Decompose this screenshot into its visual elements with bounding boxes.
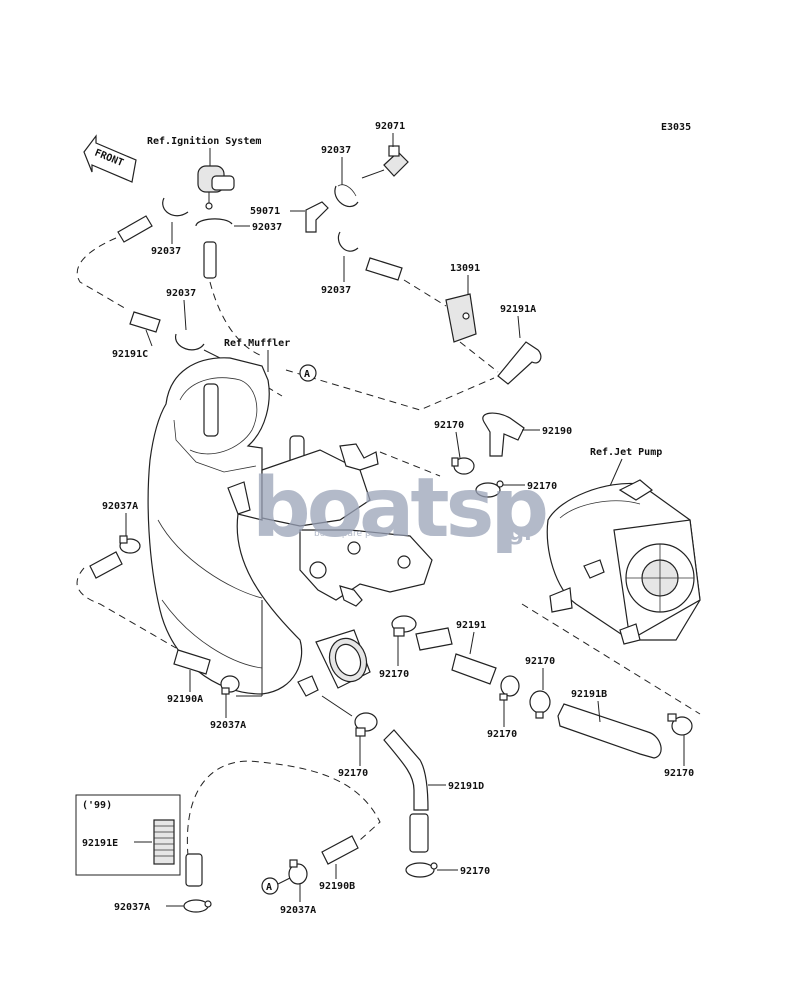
clip-92170-a [451,457,475,475]
callout-a-bottom-letter: A [266,882,272,893]
diagram-code: E3035 [661,122,691,133]
label-92037A-c: 92037A [114,902,150,913]
hose-92191-b [451,653,497,685]
part-92071-valve [361,145,409,179]
label-92170-h: 92170 [460,866,490,877]
hose-vertical-ignition [203,241,217,279]
label-92170-g: 92170 [338,768,368,779]
label-92170-b: 92170 [527,481,557,492]
part-59071-connector [305,201,329,233]
hose-92191C [129,311,161,333]
hose-short-top-left [117,215,153,243]
label-92037A-d: 92037A [280,905,316,916]
watermark-logo: boatsp .gr boat spare parts [252,461,550,556]
label-92170-f: 92170 [664,768,694,779]
label-92170-d: 92170 [487,729,517,740]
front-arrow-icon: FRONT [83,134,137,183]
label-92170-e: 92170 [525,656,555,667]
watermark-brand: boatsp [252,461,546,556]
label-92037-top: 92037 [321,145,351,156]
clip-92170-b [475,480,504,498]
clip-92170-e [529,690,551,719]
hose-92191-a [415,627,453,651]
label-92170-c: 92170 [379,669,409,680]
label-92191C: 92191C [112,349,148,360]
label-92190B: 92190B [319,881,355,892]
clip-92170-h [405,862,438,878]
watermark-suffix: .gr [500,521,535,546]
muffler-manifold [227,443,433,607]
ref-muffler: Ref.Muffler [224,338,290,349]
muffler-body [147,357,305,695]
clip-92170-g [354,712,378,737]
clip-92037-top [334,184,359,208]
label-92191A: 92191A [500,304,536,315]
clip-92037A-d [288,859,308,885]
inset-year-note: ('99) [82,800,112,811]
clip-92037-b [175,333,205,351]
hose-92190A [173,649,211,675]
hose-92191A [497,341,542,385]
clip-92037-left [162,197,189,217]
inset-box-99: ('99) 92191E [75,794,181,876]
callout-a-top-letter: A [304,369,310,380]
label-92037A-a: 92037A [102,501,138,512]
clip-92170-d [499,675,520,701]
hose-bottom-left [185,853,203,887]
callout-a-bottom [261,877,279,895]
hose-92191D-lower [409,813,429,853]
muffler-outlet [297,629,371,697]
part-13091-block [445,293,477,343]
label-92037-b: 92037 [166,288,196,299]
clip-92037A-c [183,899,212,913]
clip-92037-right [337,231,359,252]
clip-92037A-b [220,675,240,695]
hose-92190 [482,412,525,457]
label-92037-mid: 92037 [252,222,282,233]
callout-a-top [299,364,317,382]
label-92170-a: 92170 [434,420,464,431]
label-92191B: 92191B [571,689,607,700]
hose-left-top [89,551,123,579]
label-92190A: 92190A [167,694,203,705]
ref-ignition-system: Ref.Ignition System [147,135,261,147]
jet-pump [546,479,701,645]
label-92037-right: 92037 [321,285,351,296]
ref-jet-pump: Ref.Jet Pump [590,447,662,458]
hose-92190B [321,835,359,865]
watermark-tagline: boat spare parts [314,529,388,539]
hose-92191B [557,703,662,759]
label-92191E: 92191E [82,838,118,849]
label-92037-left: 92037 [151,246,181,257]
label-13091: 13091 [450,263,480,274]
clip-92037A-a [119,535,141,554]
label-92191D: 92191D [448,781,484,792]
hose-92191D [383,729,429,811]
routing-lines [76,237,701,857]
label-92071: 92071 [375,121,405,132]
clip-92170-c [391,615,417,637]
label-59071: 59071 [250,206,280,217]
hose-mid-top [365,257,403,281]
ignition-fitting [197,165,235,210]
label-92037A-b: 92037A [210,720,246,731]
clip-92037-mid [195,218,233,227]
clip-92170-f [667,713,693,736]
label-92191: 92191 [456,620,486,631]
label-92190: 92190 [542,426,572,437]
